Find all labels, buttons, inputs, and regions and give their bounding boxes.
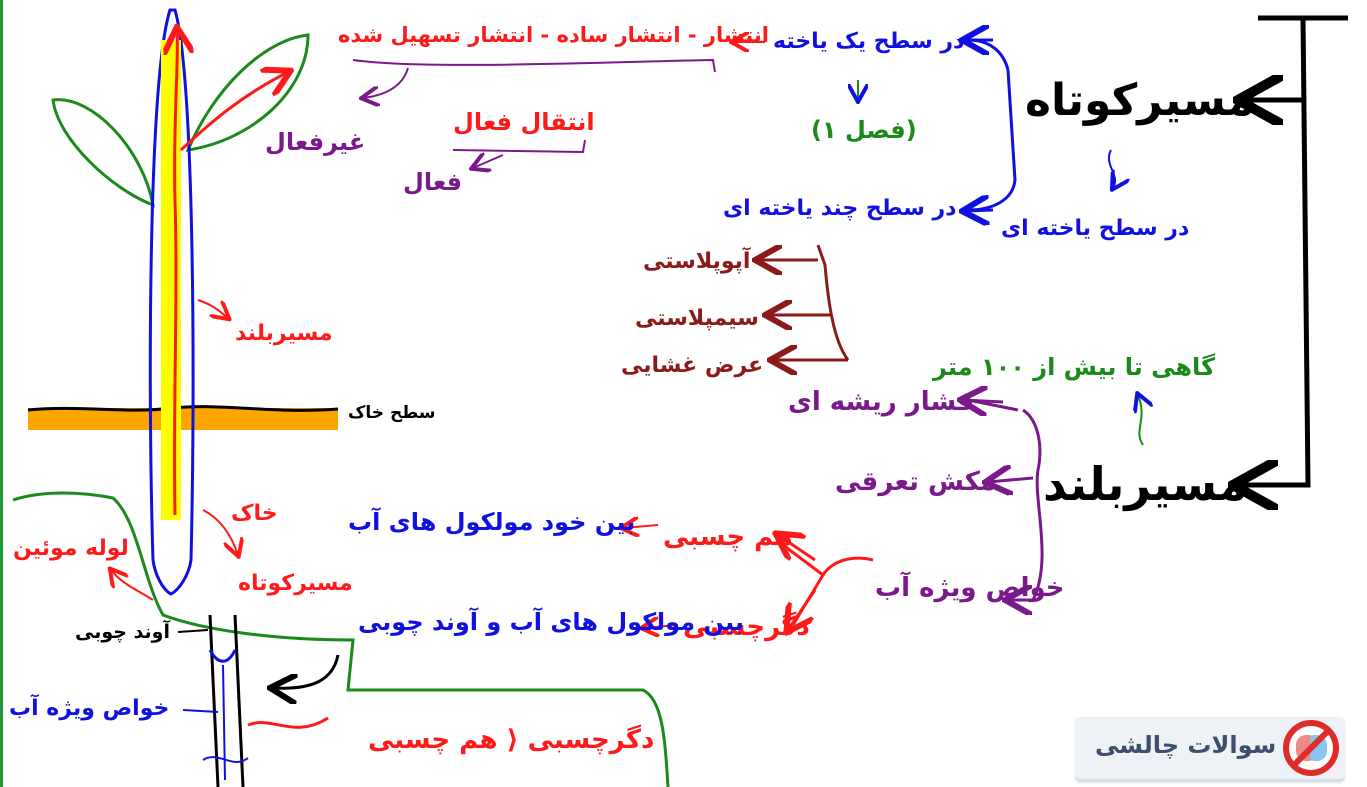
tall-plants-label: گاهی تا بیش از ۱۰۰ متر <box>932 353 1215 381</box>
xylem-tube-left <box>208 614 220 787</box>
long-to-tall-arrow <box>1138 395 1143 446</box>
stem-outline <box>148 8 195 596</box>
chapter1-label: (فصل ۱) <box>811 116 917 144</box>
capillary-label: لوله موئین <box>13 536 129 561</box>
adhesion-def-label: بین مولکول های آب و آوند چوبی <box>358 607 744 636</box>
root-pressure-label: فشار ریشه ای <box>788 387 974 417</box>
transpiration-pull-label: مکش تعرقی <box>835 467 996 497</box>
one-tissue-label: در سطح یک یاخته <box>773 29 964 54</box>
apoplast-label: آپوپلاستی <box>643 246 751 274</box>
cohesion-def-label: بین خود مولکول های آب <box>348 507 635 536</box>
leaf-path-arrow <box>179 72 288 152</box>
capillary-pointer <box>111 570 154 601</box>
plant-drawing <box>12 8 670 787</box>
passive-label: غیرفعال <box>265 128 365 156</box>
adhesion-label: دگرچسبی <box>683 611 810 642</box>
to-active-arrow <box>473 155 504 168</box>
multi-tissue-brace <box>816 244 850 361</box>
xylem-highlight <box>161 40 181 520</box>
short-path-title: مسیرکوتاه <box>1025 75 1255 126</box>
xylem-tube-right <box>233 614 245 787</box>
diffusion-list-label: انتشار - انتشار ساده - انتشار تسهیل شده <box>338 23 769 47</box>
logo-badge: سوالات چالشی <box>1075 717 1345 782</box>
blue-wave <box>202 756 249 763</box>
active-transport-label: انتقال فعال <box>453 108 595 136</box>
soil-band <box>28 408 338 430</box>
symplast-label: سیمپلاستی <box>635 306 759 331</box>
to-passive-arrow <box>363 67 409 98</box>
diffusion-underline <box>352 58 716 73</box>
transmembrane-label: عرض غشایی <box>621 353 763 378</box>
xylem-pointer <box>177 629 209 633</box>
logo-text: سوالات چالشی <box>1095 731 1277 759</box>
water-meniscus <box>208 649 237 663</box>
adhesion-wave <box>247 716 329 729</box>
active-label: فعال <box>403 168 462 196</box>
short-path-brace <box>967 38 1017 212</box>
long-path-plant-label: مسیربلند <box>235 321 333 346</box>
magnified-region <box>12 491 670 787</box>
cohesion-label: هم چسبی <box>663 522 793 552</box>
adhesion-cohesion-label: دگرچسبی ⟨ هم چسبی <box>368 724 654 755</box>
water-column <box>222 664 226 781</box>
short-to-cell-arrow <box>1108 149 1115 188</box>
soil-label: خاک <box>231 501 278 526</box>
long-path-pointer <box>197 299 228 318</box>
long-path-line <box>175 30 178 516</box>
short-path-pointer <box>202 509 238 555</box>
left-leaf <box>51 98 155 208</box>
zoom-arrow <box>273 654 340 688</box>
multi-tissue-label: در سطح چند یاخته ای <box>723 196 956 221</box>
soil-surface-label: سطح خاک <box>348 403 436 423</box>
no-brain-icon <box>1283 720 1339 776</box>
right-leaf <box>185 33 310 152</box>
water-properties-label: خواص ویژه آب <box>875 571 1065 603</box>
active-transport-underline <box>452 139 586 154</box>
water-prop-pointer <box>182 709 219 713</box>
long-path-title: مسیربلند <box>1043 457 1247 511</box>
main-bracket <box>1238 15 1348 485</box>
water-properties-2-label: خواص ویژه آب <box>9 693 169 721</box>
short-path-plant-label: مسیرکوتاه <box>238 571 353 596</box>
diagram-canvas: سطح خاک خاک مسیربلند مسیرکوتاه لوله موئی… <box>9 8 1348 787</box>
xylem-label: آوند چوبی <box>75 619 170 643</box>
long-path-brace <box>967 398 1044 601</box>
cell-level-label: در سطح یاخته ای <box>1001 216 1189 241</box>
